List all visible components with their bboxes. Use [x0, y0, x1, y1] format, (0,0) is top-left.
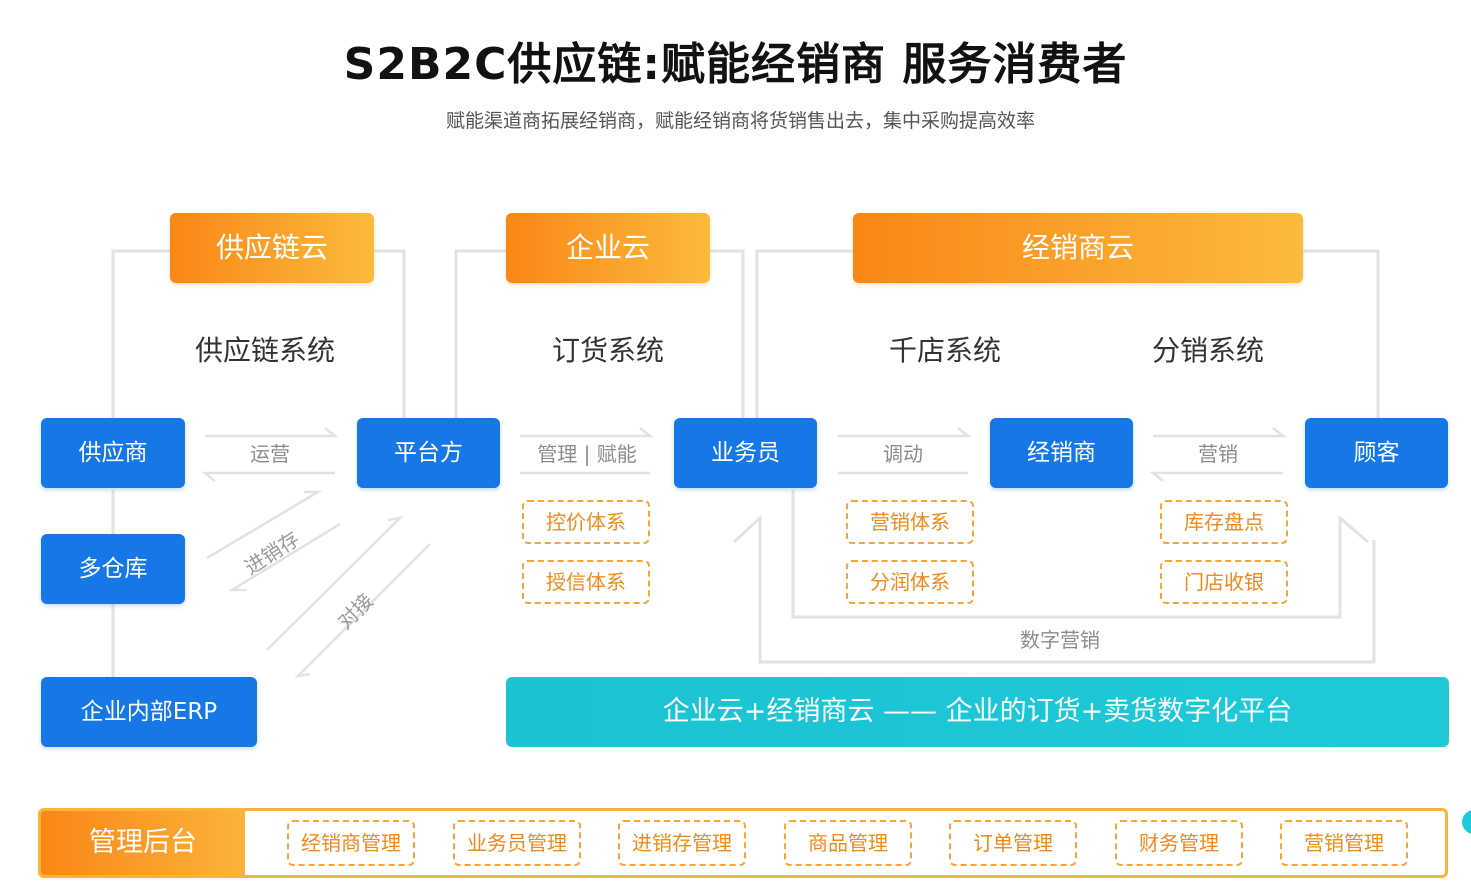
distributor-cloud: 经销商云 [853, 213, 1303, 283]
inventory-arrow-up [206, 490, 323, 560]
stocktaking-tag: 库存盘点 [1160, 500, 1288, 544]
docking-arrow-down [294, 543, 431, 678]
admin-bar: 管理后台 经销商管理 业务员管理 进销存管理 商品管理 订单管理 财务管理 营销… [38, 808, 1448, 878]
supplier-node: 供应商 [41, 418, 185, 488]
docking-arrow-up [266, 516, 404, 651]
digital-outer-bracket [732, 514, 1376, 664]
operate-arrow-left [201, 471, 335, 482]
distributor-frame-left [755, 249, 853, 420]
operate-label: 运营 [250, 442, 290, 466]
inventory-arrow-down [227, 522, 341, 592]
marketing-label: 营销 [1198, 442, 1238, 466]
credit-tag: 授信体系 [522, 560, 650, 604]
admin-item-salesman-management: 业务员管理 [453, 820, 581, 866]
platform-banner: 企业云+经销商云 —— 企业的订货+卖货数字化平台 [506, 677, 1449, 747]
manage-empower-label: 管理 | 赋能 [537, 442, 637, 466]
platform-node: 平台方 [357, 418, 500, 488]
distributor-frame-right [1303, 249, 1380, 420]
supply-chain-system-label: 供应链系统 [194, 334, 335, 367]
operate-arrow-right [205, 427, 339, 438]
erp-node: 企业内部ERP [41, 677, 257, 747]
customer-node: 顾客 [1305, 418, 1448, 488]
ordering-system-label: 订货系统 [551, 334, 664, 367]
digital-inner-bracket [791, 490, 1369, 619]
dispatch-label: 调动 [883, 442, 923, 466]
thousand-stores-system-label: 千店系统 [888, 334, 1001, 367]
page-title: S2B2C供应链:赋能经销商 服务消费者 [343, 39, 1128, 90]
profit-share-tag: 分润体系 [846, 560, 974, 604]
admin-title: 管理后台 [41, 811, 245, 875]
admin-item-finance-management: 财务管理 [1115, 820, 1243, 866]
enterprise-cloud: 企业云 [506, 213, 710, 283]
admin-item-order-management: 订单管理 [949, 820, 1077, 866]
digital-marketing-label: 数字营销 [1020, 628, 1100, 652]
admin-item-inventory-management: 进销存管理 [618, 820, 746, 866]
marketing-system-tag: 营销体系 [846, 500, 974, 544]
price-control-tag: 控价体系 [522, 500, 650, 544]
enterprise-frame-right [710, 249, 745, 420]
salesman-node: 业务员 [674, 418, 817, 488]
store-cashier-tag: 门店收银 [1160, 560, 1288, 604]
enterprise-frame-left [454, 249, 506, 420]
admin-item-marketing-management: 营销管理 [1280, 820, 1408, 866]
supply-chain-cloud: 供应链云 [170, 213, 374, 283]
marketing-arrow-right [1153, 427, 1287, 438]
admin-item-dealer-management: 经销商管理 [287, 820, 415, 866]
distribution-system-label: 分销系统 [1151, 334, 1264, 367]
supply-frame-line [111, 249, 170, 420]
manage-arrow-right [520, 427, 654, 438]
admin-item-product-management: 商品管理 [784, 820, 912, 866]
marketing-arrow-left [1149, 471, 1283, 482]
warehouse-node: 多仓库 [41, 534, 185, 604]
dispatch-arrow-right [838, 427, 972, 438]
supply-frame-line-right [374, 249, 406, 420]
dealer-node: 经销商 [990, 418, 1133, 488]
page-subtitle: 赋能渠道商拓展经销商，赋能经销商将货销售出去，集中采购提高效率 [445, 110, 1035, 132]
corner-dot-icon [1462, 810, 1471, 834]
